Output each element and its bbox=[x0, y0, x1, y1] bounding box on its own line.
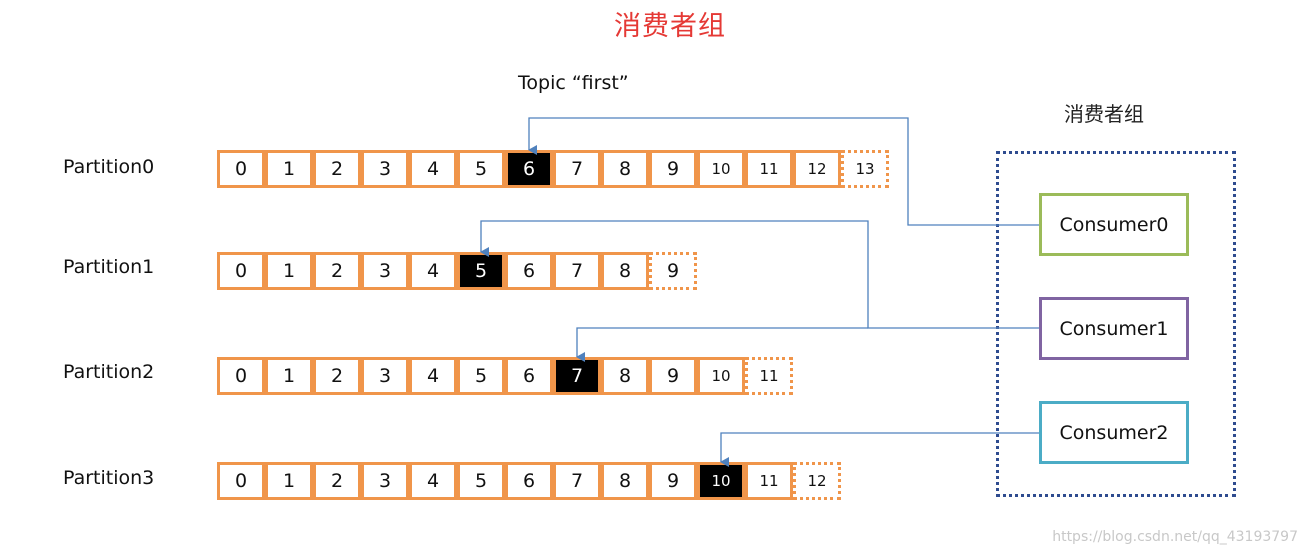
partition-1-offset-8: 8 bbox=[601, 252, 649, 290]
partition-3-offset-0: 0 bbox=[217, 462, 265, 500]
partition-label-3: Partition3 bbox=[63, 467, 155, 489]
partition-3-offset-1: 1 bbox=[265, 462, 313, 500]
partition-3-offset-8: 8 bbox=[601, 462, 649, 500]
partition-3-offset-12: 12 bbox=[793, 462, 841, 500]
partition-2-offset-0: 0 bbox=[217, 357, 265, 395]
consumer-2-box: Consumer2 bbox=[1039, 401, 1189, 464]
partition-1-offset-3: 3 bbox=[361, 252, 409, 290]
partition-label-0: Partition0 bbox=[63, 156, 155, 178]
partition-2-offset-2: 2 bbox=[313, 357, 361, 395]
diagram-title: 消费者组 bbox=[614, 11, 726, 42]
partition-label-1: Partition1 bbox=[63, 256, 155, 278]
partition-0-offset-13: 13 bbox=[841, 150, 889, 188]
partition-2-offset-10: 10 bbox=[697, 357, 745, 395]
connector-consumer2-partition3 bbox=[720, 432, 1039, 467]
partition-0-offset-11: 11 bbox=[745, 150, 793, 188]
partition-3-offset-5: 5 bbox=[457, 462, 505, 500]
partition-1-offset-4: 4 bbox=[409, 252, 457, 290]
partition-0-offset-2: 2 bbox=[313, 150, 361, 188]
partition-3-offset-7: 7 bbox=[553, 462, 601, 500]
partition-0-offset-9: 9 bbox=[649, 150, 697, 188]
consumer-group-label: 消费者组 bbox=[1064, 102, 1144, 126]
partition-0-offset-10: 10 bbox=[697, 150, 745, 188]
connector-consumer0-partition0 bbox=[528, 117, 1039, 226]
partition-2-offset-9: 9 bbox=[649, 357, 697, 395]
consumer-0-box: Consumer0 bbox=[1039, 193, 1189, 256]
topic-label: Topic “first” bbox=[518, 72, 629, 94]
partition-1-offset-6: 6 bbox=[505, 252, 553, 290]
partition-0-offset-5: 5 bbox=[457, 150, 505, 188]
partition-3-offset-9: 9 bbox=[649, 462, 697, 500]
partition-2-offset-3: 3 bbox=[361, 357, 409, 395]
consumer-1-box: Consumer1 bbox=[1039, 297, 1189, 360]
consumer-group-box bbox=[996, 151, 1236, 497]
partition-3-offset-3: 3 bbox=[361, 462, 409, 500]
partition-0-offset-4: 4 bbox=[409, 150, 457, 188]
partition-2-offset-1: 1 bbox=[265, 357, 313, 395]
watermark: https://blog.csdn.net/qq_43193797 bbox=[1052, 529, 1298, 545]
connector-consumer1-partition1 bbox=[480, 220, 1039, 329]
partition-2-offset-11: 11 bbox=[745, 357, 793, 395]
partition-0-offset-12: 12 bbox=[793, 150, 841, 188]
consumer-1-label: Consumer1 bbox=[1059, 317, 1169, 340]
partition-3-offset-10: 10 bbox=[697, 462, 745, 500]
partition-2-offset-8: 8 bbox=[601, 357, 649, 395]
partition-1-offset-9: 9 bbox=[649, 252, 697, 290]
partition-2-offset-6: 6 bbox=[505, 357, 553, 395]
partition-1-offset-2: 2 bbox=[313, 252, 361, 290]
partition-0-offset-7: 7 bbox=[553, 150, 601, 188]
partition-1-offset-7: 7 bbox=[553, 252, 601, 290]
partition-3-offset-6: 6 bbox=[505, 462, 553, 500]
consumer-0-label: Consumer0 bbox=[1059, 213, 1169, 236]
partition-3-offset-11: 11 bbox=[745, 462, 793, 500]
partition-1-offset-0: 0 bbox=[217, 252, 265, 290]
partition-0-offset-0: 0 bbox=[217, 150, 265, 188]
partition-2-offset-5: 5 bbox=[457, 357, 505, 395]
connector-consumer1-partition2 bbox=[576, 327, 868, 362]
partition-2-offset-4: 4 bbox=[409, 357, 457, 395]
partition-0-offset-3: 3 bbox=[361, 150, 409, 188]
partition-3-offset-4: 4 bbox=[409, 462, 457, 500]
partition-1-offset-1: 1 bbox=[265, 252, 313, 290]
consumer-2-label: Consumer2 bbox=[1059, 421, 1169, 444]
partition-0-offset-8: 8 bbox=[601, 150, 649, 188]
partition-3-offset-2: 2 bbox=[313, 462, 361, 500]
partition-label-2: Partition2 bbox=[63, 361, 155, 383]
partition-0-offset-1: 1 bbox=[265, 150, 313, 188]
